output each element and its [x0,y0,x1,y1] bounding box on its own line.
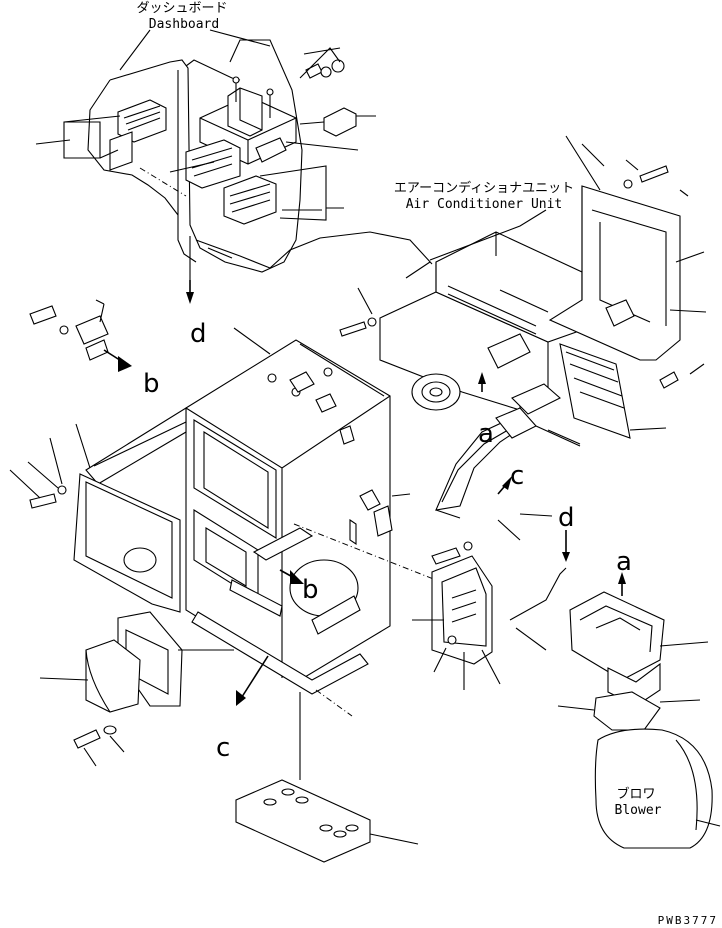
side-cover-panel [9,407,187,613]
vent-assembly [412,530,570,690]
dashboard-label-en: Dashboard [149,17,219,32]
ac-unit-label-en: Air Conditioner Unit [406,197,563,212]
ac-unit-label-jp: エアーコンディショナユニット [394,180,574,196]
ref-letter-a-right: a [616,547,632,577]
ref-letter-c-lower: c [216,733,230,763]
ref-letter-b-center: b [302,575,319,605]
dashboard-leader [119,29,271,71]
blower-label-jp: ブロワ [616,786,655,802]
ref-letter-d-left: d [190,319,207,349]
blower-assembly [557,572,721,849]
ref-letter-a-top: a [478,419,494,449]
ref-letter-d-right: d [558,503,575,533]
air-duct [435,383,581,541]
ref-letter-c-upper: c [510,461,524,491]
switch-assembly [29,299,132,372]
cab-frame [139,167,437,780]
blower-label-en: Blower [615,803,662,818]
air-conditioner-unit [339,135,707,445]
ref-letter-b-left: b [143,369,160,399]
dashboard-assembly [35,39,433,304]
drawing-number: PWB3777 [658,914,718,927]
duct-elbow [39,611,234,767]
floor-plate [235,779,419,863]
dashboard-label-jp: ダッシュボード [136,1,227,16]
